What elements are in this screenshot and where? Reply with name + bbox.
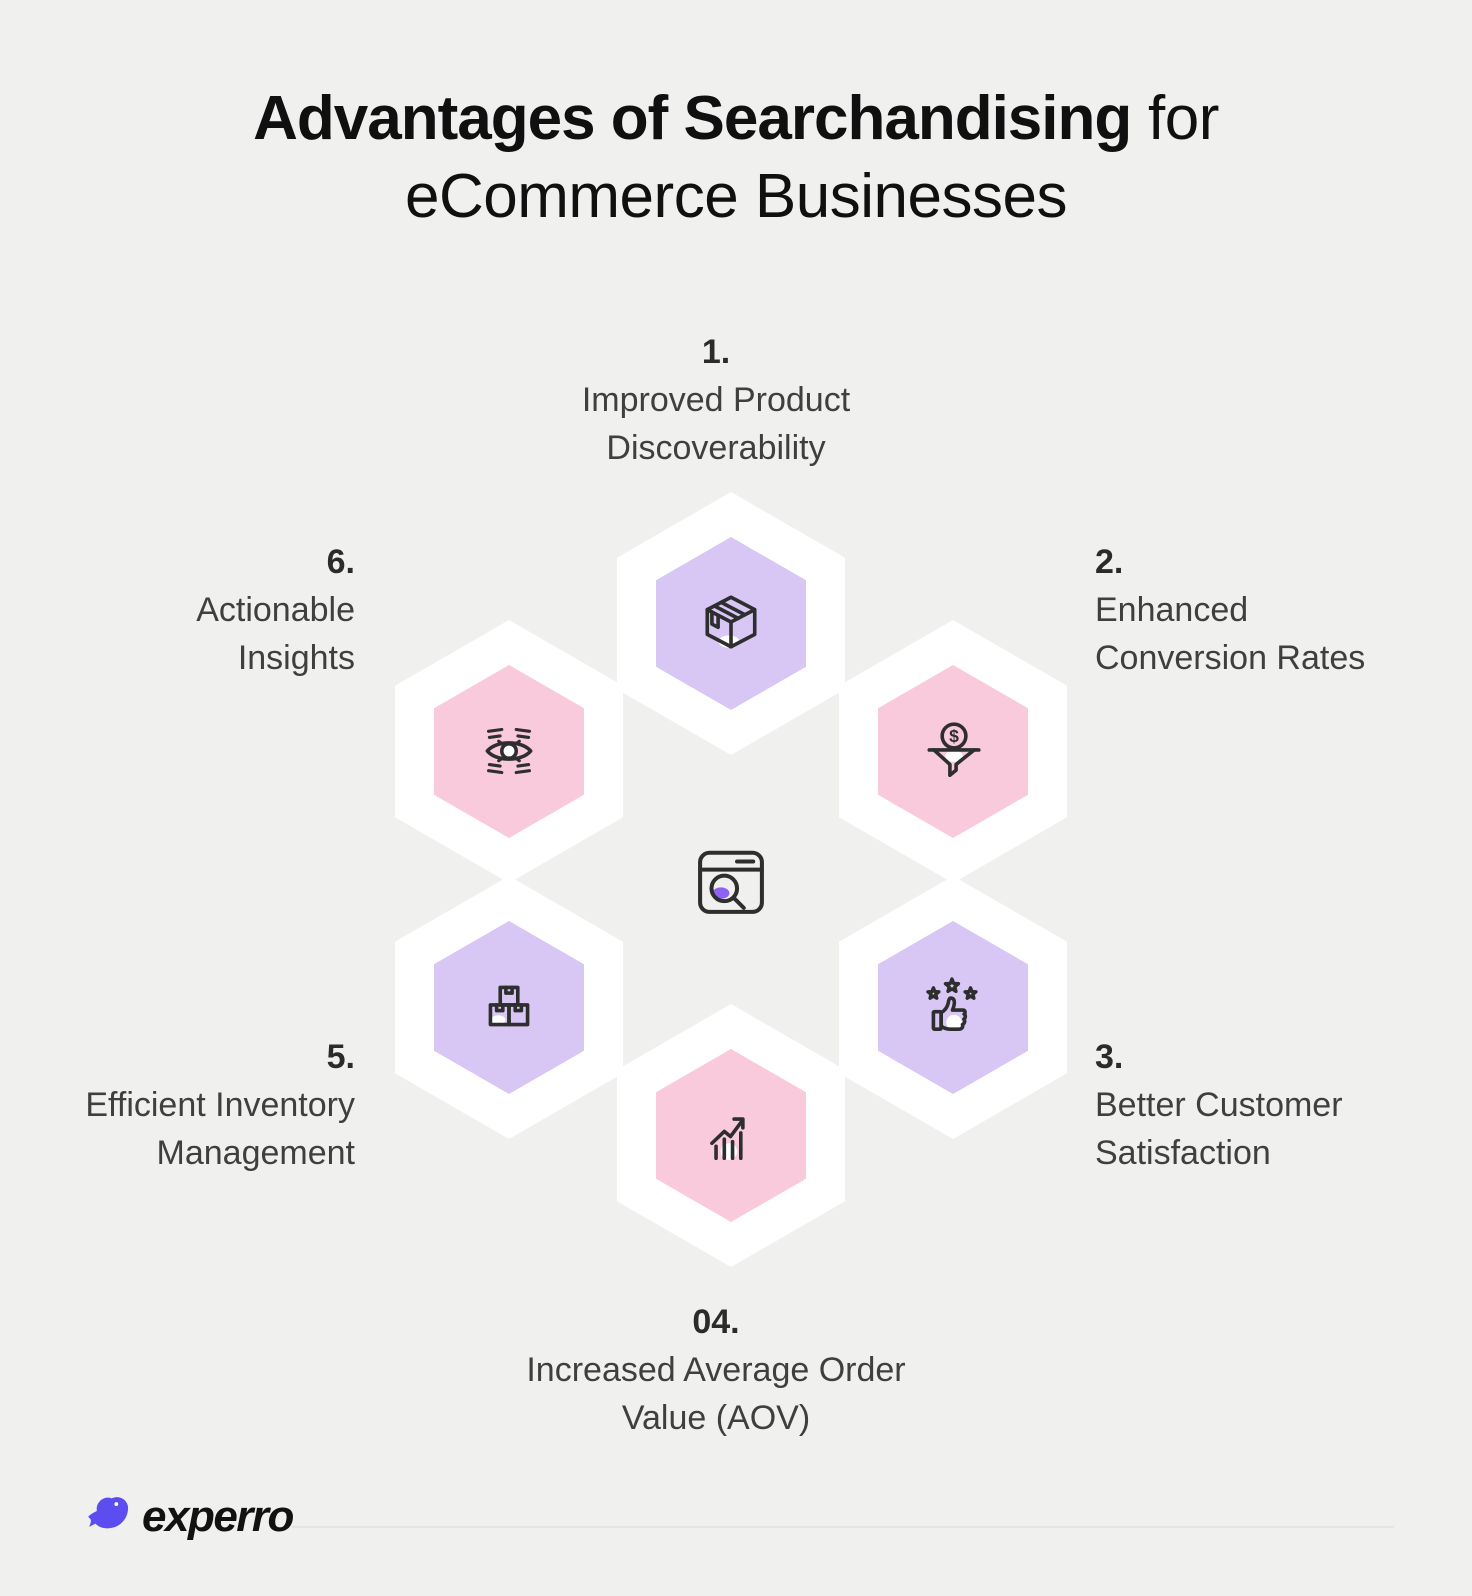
item-number: 04. [692, 1303, 740, 1341]
page-title: Advantages of Searchandising for eCommer… [0, 80, 1472, 236]
item-label-line: Enhanced [1095, 591, 1249, 629]
item-label-line: Improved Product [581, 381, 851, 419]
item-label-line: Insights [237, 639, 355, 677]
item-number: 2. [1095, 543, 1124, 581]
label-increased-aov: 04. Increased Average Order Value (AOV) [366, 1298, 1066, 1442]
item-number: 3. [1095, 1038, 1124, 1076]
label-efficient-inventory-management: 5. Efficient Inventory Management [85, 1033, 355, 1177]
title-bold: Advantages of Searchandising [253, 84, 1132, 153]
data-eye-icon [485, 727, 533, 775]
hexagon-better-customer-satisfaction [839, 876, 1067, 1139]
item-label-line: Satisfaction [1095, 1134, 1271, 1172]
item-label-line: Value (AOV) [621, 1399, 811, 1437]
package-box-icon [705, 595, 757, 649]
item-label-line: Conversion Rates [1095, 639, 1366, 677]
item-label-line: Increased Average Order [526, 1351, 906, 1389]
hexagon-efficient-inventory-management [395, 876, 623, 1139]
inventory-boxes-icon [488, 985, 530, 1027]
item-label-line: Management [156, 1134, 355, 1172]
item-label-line: Actionable [196, 591, 355, 629]
label-better-customer-satisfaction: 3. Better Customer Satisfaction [1095, 1033, 1343, 1177]
svg-text:$: $ [949, 726, 959, 746]
hexagon-increased-aov [617, 1004, 845, 1267]
title-regular: for [1148, 84, 1219, 153]
dollar-funnel-icon: $ [927, 722, 981, 778]
footer-divider [292, 1526, 1394, 1528]
title-line2: eCommerce Businesses [405, 162, 1067, 231]
search-highlight-blob [712, 887, 730, 899]
item-number: 5. [326, 1038, 355, 1076]
item-number: 1. [701, 333, 731, 371]
item-label-line: Efficient Inventory [85, 1086, 355, 1124]
item-label-line: Better Customer [1095, 1086, 1343, 1124]
label-actionable-insights: 6. Actionable Insights [196, 538, 355, 682]
item-label-line: Discoverability [606, 429, 826, 467]
hexagon-improved-product-discoverability [617, 492, 845, 755]
hexagon-enhanced-conversion-rates: $ [839, 620, 1067, 883]
bird-logo-icon [88, 1496, 129, 1528]
logo-text: experro [142, 1492, 294, 1541]
item-number: 6. [326, 543, 355, 581]
browser-search-icon [698, 850, 764, 914]
growth-chart-icon [710, 1117, 745, 1161]
thumbs-up-stars-icon [926, 977, 978, 1031]
label-enhanced-conversion-rates: 2. Enhanced Conversion Rates [1095, 538, 1365, 682]
label-improved-product-discoverability: 1. Improved Product Discoverability [366, 328, 1066, 472]
hexagon-actionable-insights [395, 620, 623, 883]
experro-logo: experro [86, 1492, 294, 1542]
